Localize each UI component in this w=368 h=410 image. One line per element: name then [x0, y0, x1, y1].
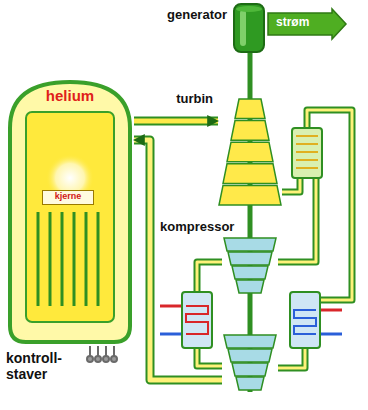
pipe-wall [134, 140, 222, 380]
intercooler [160, 292, 212, 348]
node-label: turbin [176, 92, 213, 107]
shaft [248, 206, 253, 238]
compressor-outline [222, 238, 278, 392]
control-rod-drives [87, 346, 117, 362]
return-gas-pipe [134, 140, 222, 380]
node-label: kjerne [42, 191, 94, 201]
pipe-wall [134, 117, 218, 126]
generator: generator [232, 4, 266, 52]
power-arrow: strøm [268, 9, 346, 39]
precooler [290, 292, 342, 348]
reactor-vessel: helium kjerne [6, 78, 134, 346]
node-label: helium [6, 87, 134, 104]
turbine: turbin [218, 98, 282, 206]
part-label: kontroll- staver [6, 350, 82, 382]
reactor-vessel-outline [6, 78, 134, 346]
generator-outline [232, 4, 266, 52]
pipe-core [134, 140, 222, 380]
turbine-outline [218, 98, 282, 206]
compressor: kompressor [222, 238, 278, 392]
hot-gas-pipe [134, 121, 218, 122]
recuperator [292, 128, 322, 178]
coolant-pipes [197, 110, 352, 368]
core-box: kjerne [42, 190, 94, 205]
pipe-core [134, 119, 218, 124]
drive-shaft [250, 52, 251, 98]
node-label: generator [167, 8, 227, 23]
pipe-wall [248, 52, 253, 98]
node-label: strøm [276, 16, 309, 30]
node-label: kompressor [160, 220, 234, 235]
